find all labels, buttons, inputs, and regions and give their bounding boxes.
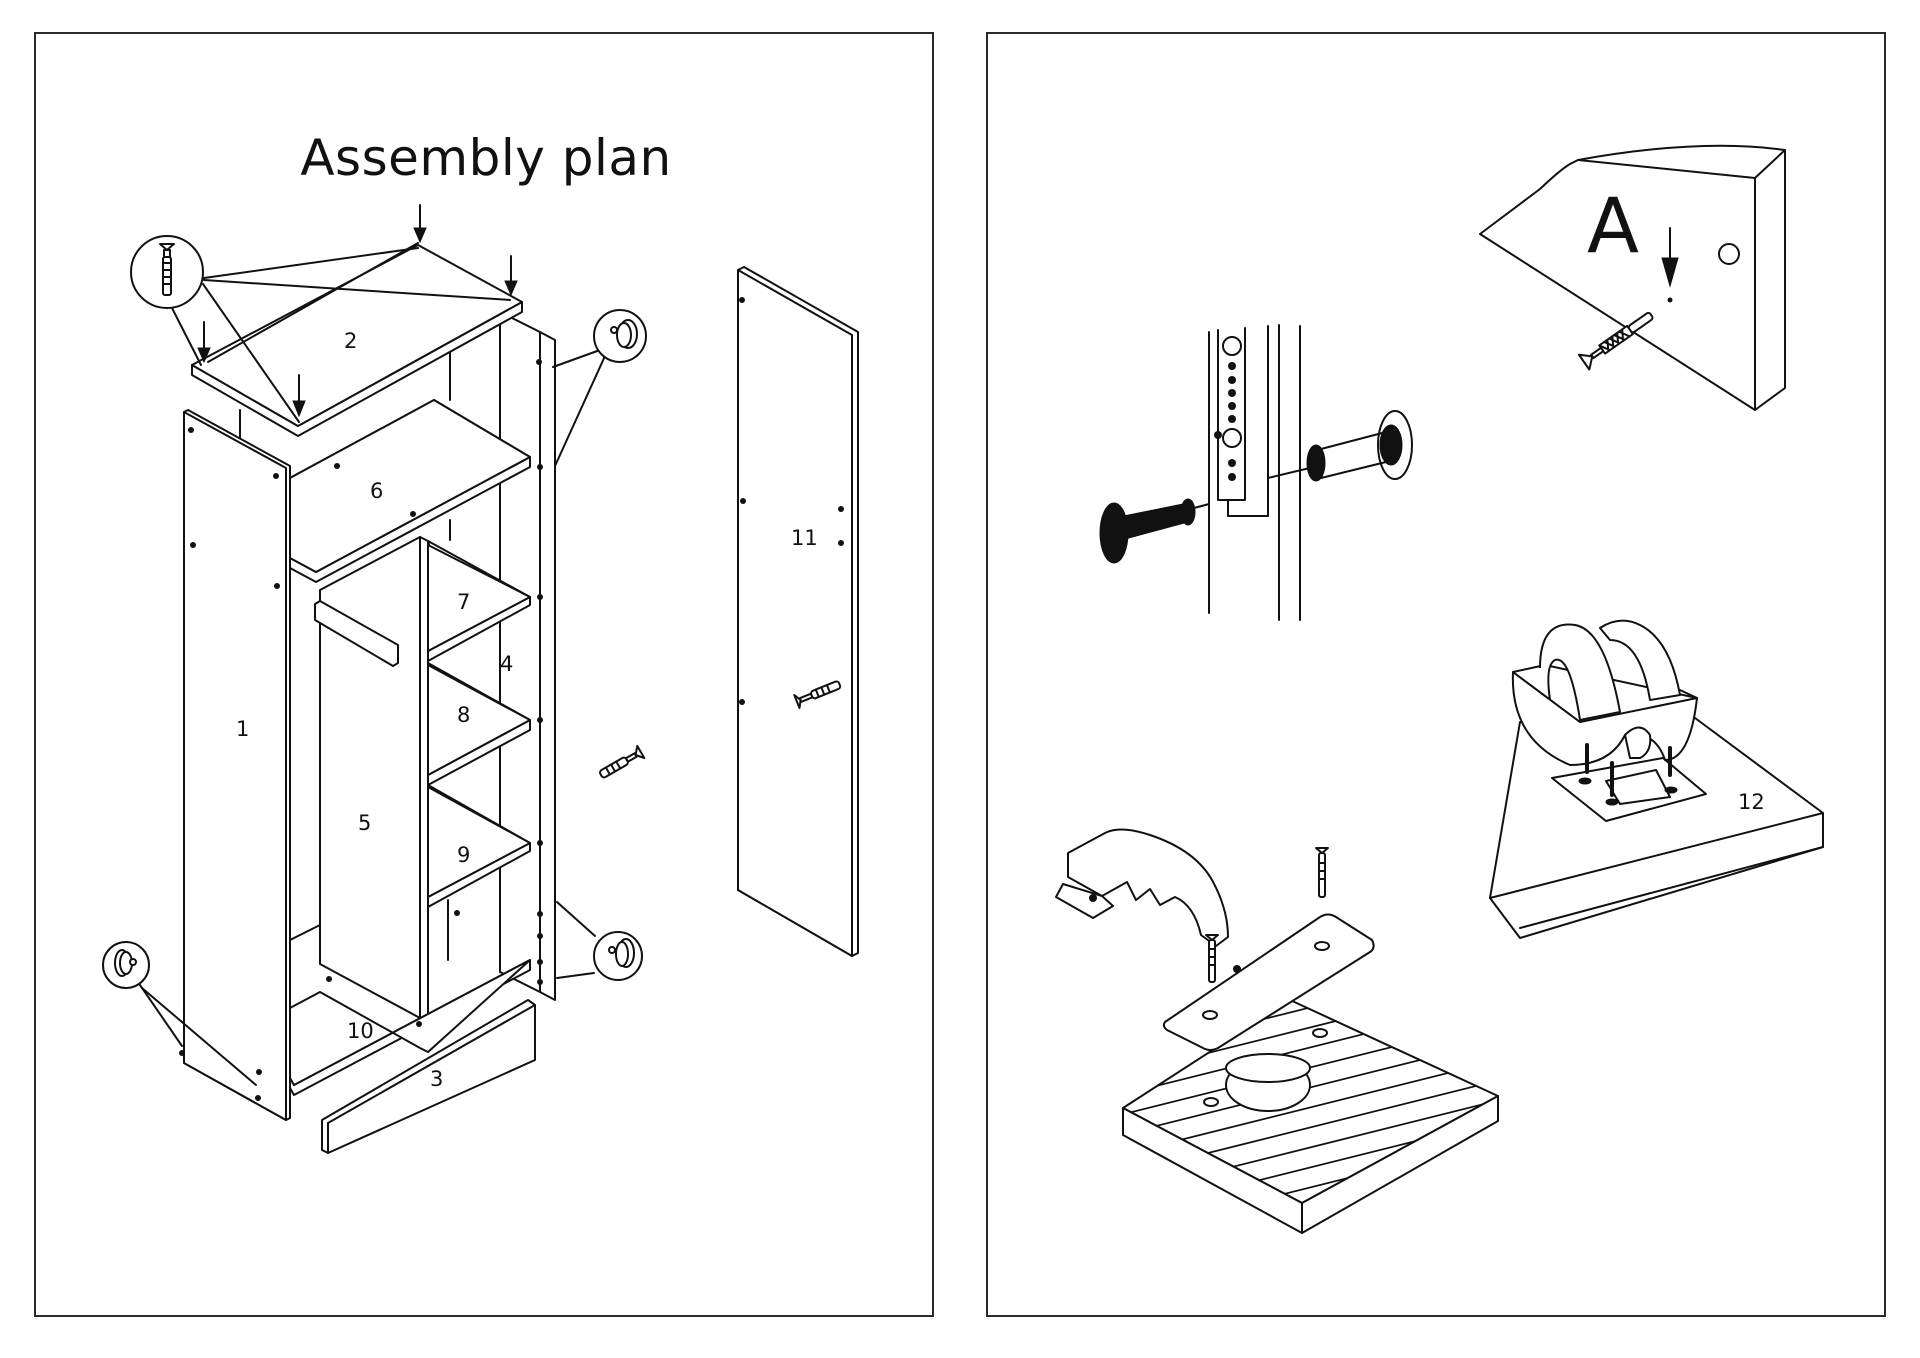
screw-icon <box>159 243 175 296</box>
part-label-5: 5 <box>358 811 371 835</box>
screw-icon <box>1577 311 1654 371</box>
screw-icon <box>793 680 842 709</box>
part-label-8: 8 <box>457 703 470 727</box>
shelf-7 <box>427 540 531 662</box>
part-label-9: 9 <box>457 843 470 867</box>
cam-lock-detail <box>1099 324 1413 621</box>
cam-sleeve-icon <box>1306 410 1413 482</box>
part-label-3: 3 <box>430 1067 443 1091</box>
divider-panel-5 <box>314 536 429 1023</box>
wardrobe-exploded-view: 2 6 5 7 8 9 4 <box>102 204 859 1154</box>
cam-bolt-icon <box>1099 498 1196 564</box>
screw-detail-callout <box>130 235 511 423</box>
caster-wheel-detail: 12 <box>1489 619 1824 939</box>
corner-screw-detail: A <box>1479 144 1786 411</box>
part-label-1: 1 <box>236 717 249 741</box>
insertion-arrows <box>197 204 518 418</box>
screw-icon <box>1315 847 1329 898</box>
part-label-6: 6 <box>370 479 383 503</box>
door-panel-11 <box>737 266 859 957</box>
knob-detail-callout-bottom-left <box>102 941 257 1086</box>
part-label-2: 2 <box>344 329 357 353</box>
part-label-12: 12 <box>1738 790 1765 814</box>
hinge-detail <box>1055 828 1499 1234</box>
back-panel <box>239 349 451 961</box>
knob-detail-callout-top-right <box>552 309 647 467</box>
shelf-9 <box>427 784 531 908</box>
plinth-3 <box>321 999 536 1154</box>
detail-letter-a: A <box>1587 181 1639 270</box>
knob-detail-callout-bottom-right <box>556 901 643 981</box>
left-side-panel-1 <box>179 409 291 1121</box>
part-label-7: 7 <box>457 590 470 614</box>
right-side-panel-4 <box>499 311 556 1001</box>
part-label-10: 10 <box>347 1019 374 1043</box>
part-label-11: 11 <box>791 526 818 550</box>
page-title: Assembly plan <box>300 129 672 187</box>
part-label-4: 4 <box>500 652 513 676</box>
screw-icon <box>599 744 646 779</box>
screw-icon <box>1205 934 1219 983</box>
bottom-shelf-10 <box>289 924 531 1096</box>
